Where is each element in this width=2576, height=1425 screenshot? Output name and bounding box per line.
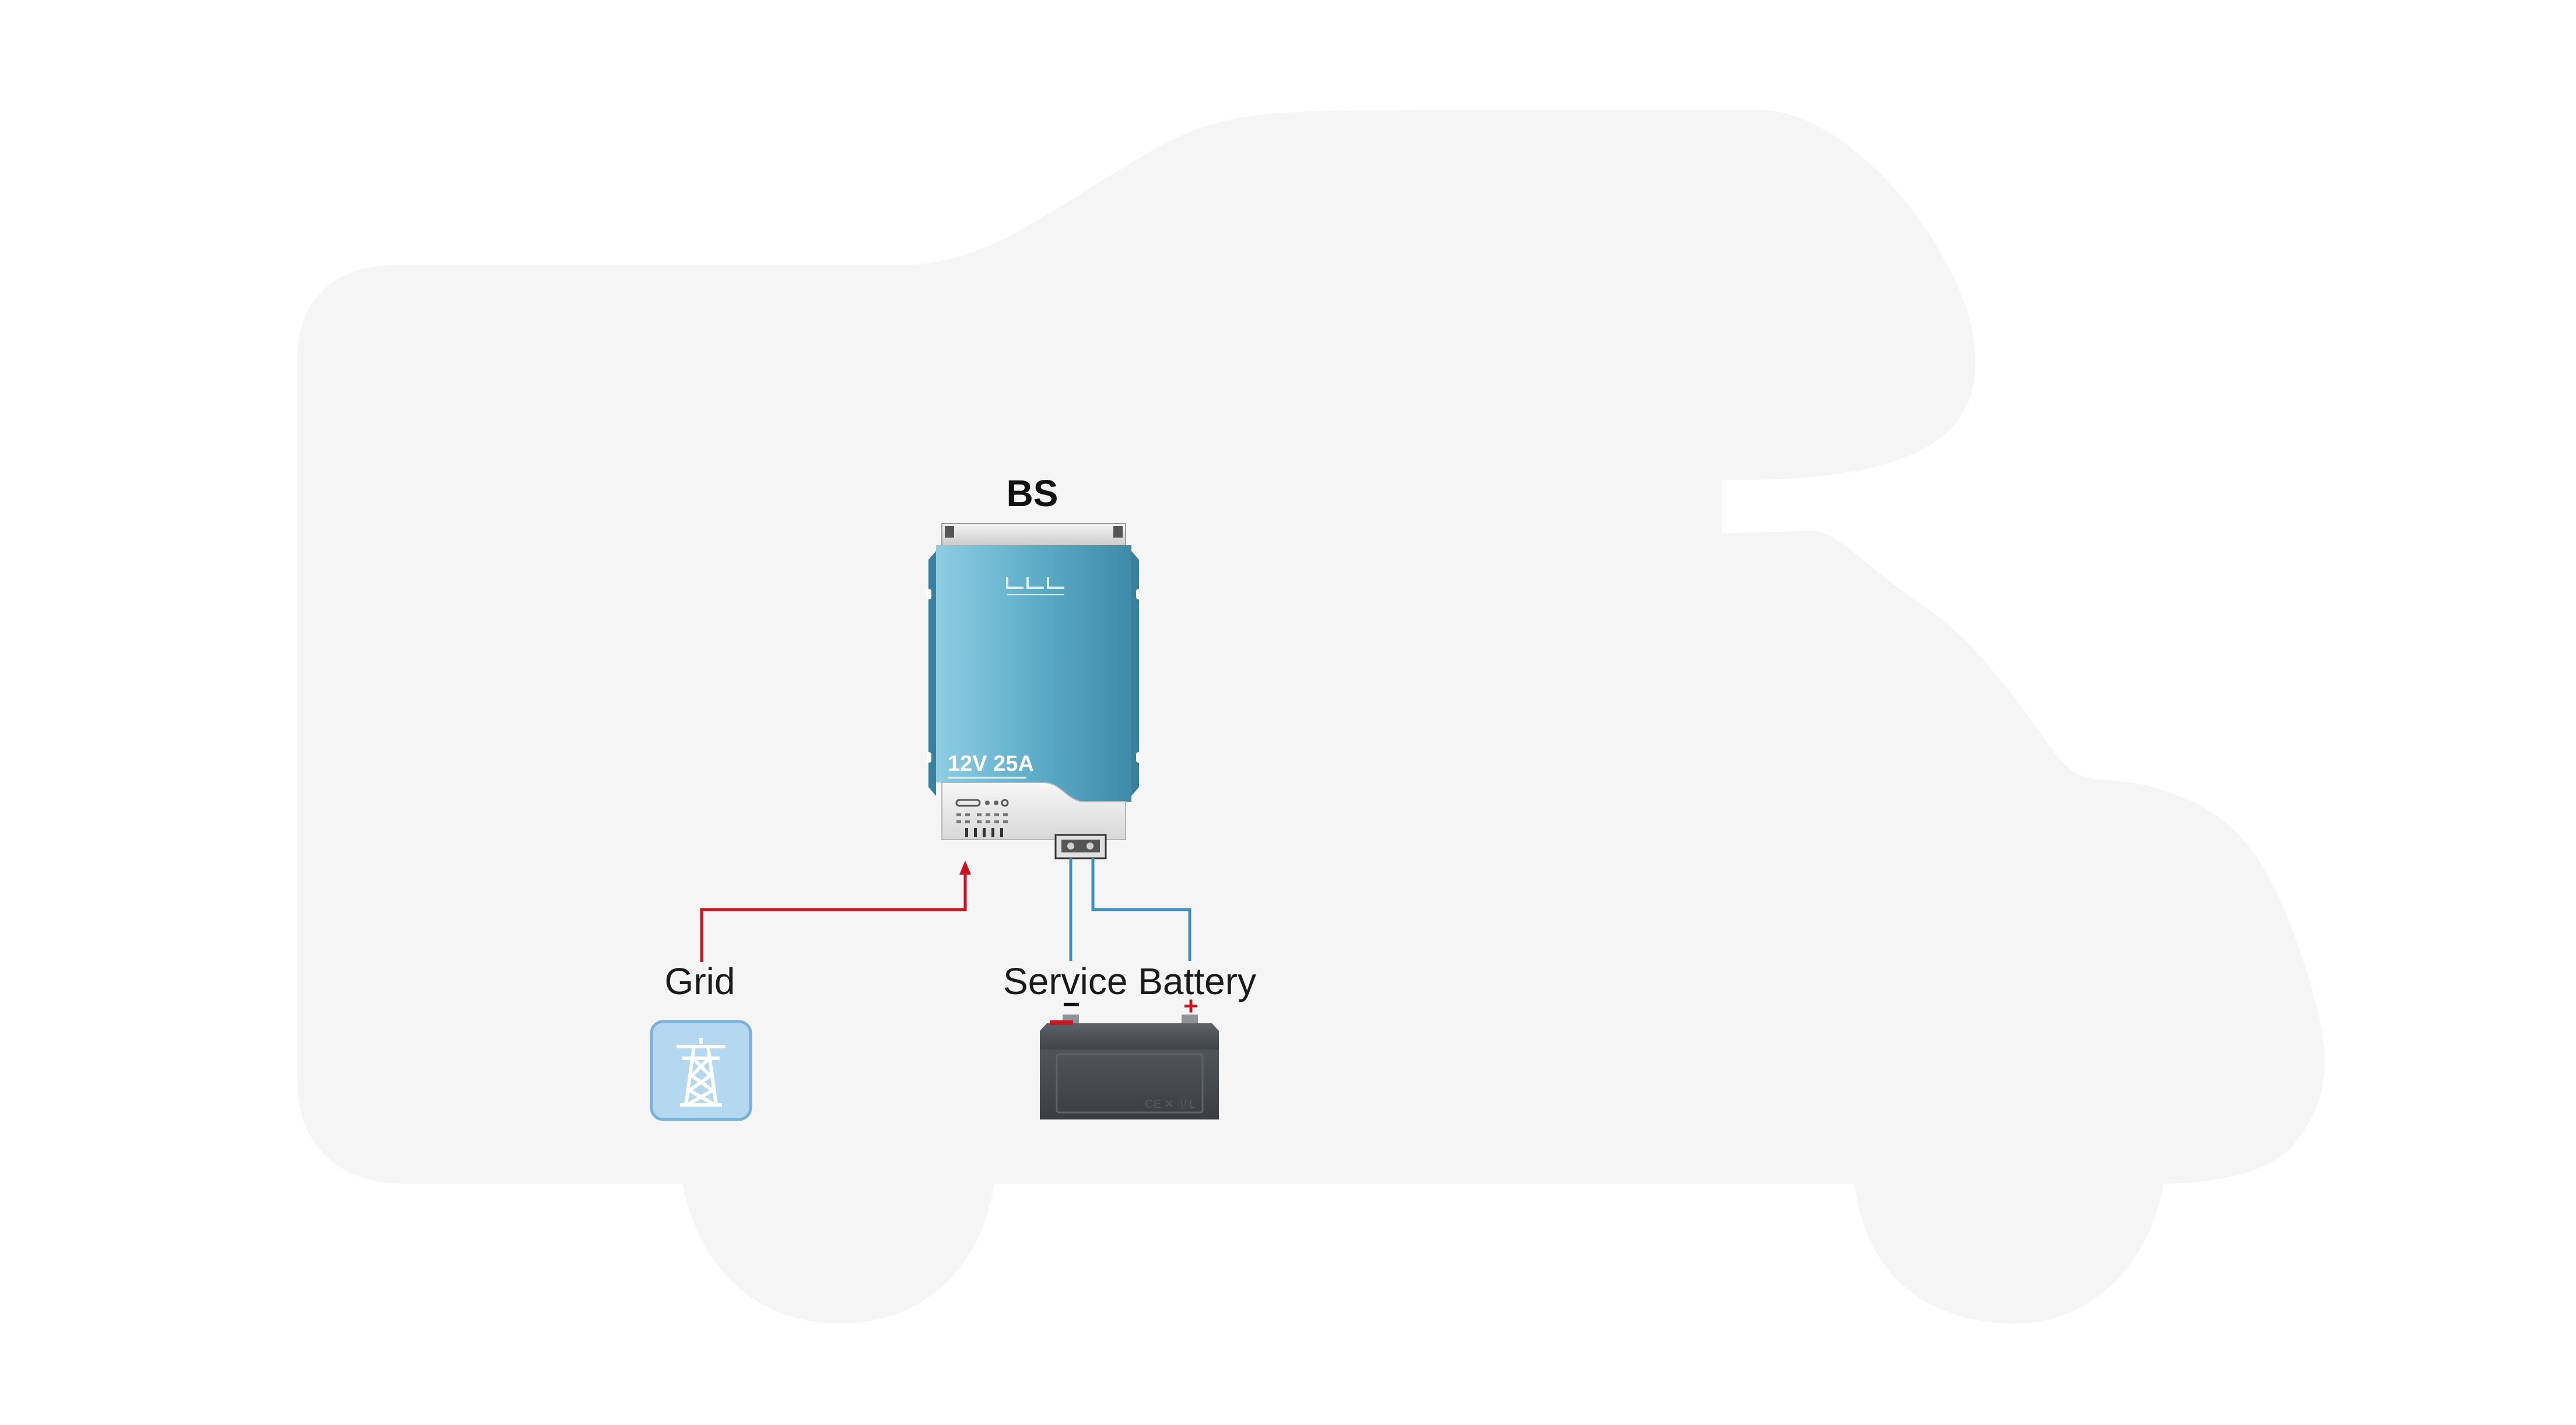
device-rating: 12V 25A — [948, 752, 1034, 776]
power-pylon-icon — [650, 1020, 752, 1121]
device-title: BS — [1007, 472, 1059, 514]
battery-charger-device: 12V 25A — [927, 523, 1141, 859]
arrow-up-icon — [959, 861, 971, 875]
service-battery: − + CE ✕ ⓊL — [1040, 988, 1219, 1119]
grid-wire — [700, 861, 971, 962]
certification-marks: CE ✕ ⓊL — [1145, 1097, 1196, 1111]
service-battery-label: Service Battery — [1003, 960, 1256, 1002]
vehicle-silhouette — [297, 110, 2325, 1324]
brand-logo — [1006, 577, 1064, 595]
positive-wire — [1091, 858, 1191, 961]
grid-label: Grid — [665, 960, 735, 1002]
battery-wires — [1069, 858, 1191, 961]
